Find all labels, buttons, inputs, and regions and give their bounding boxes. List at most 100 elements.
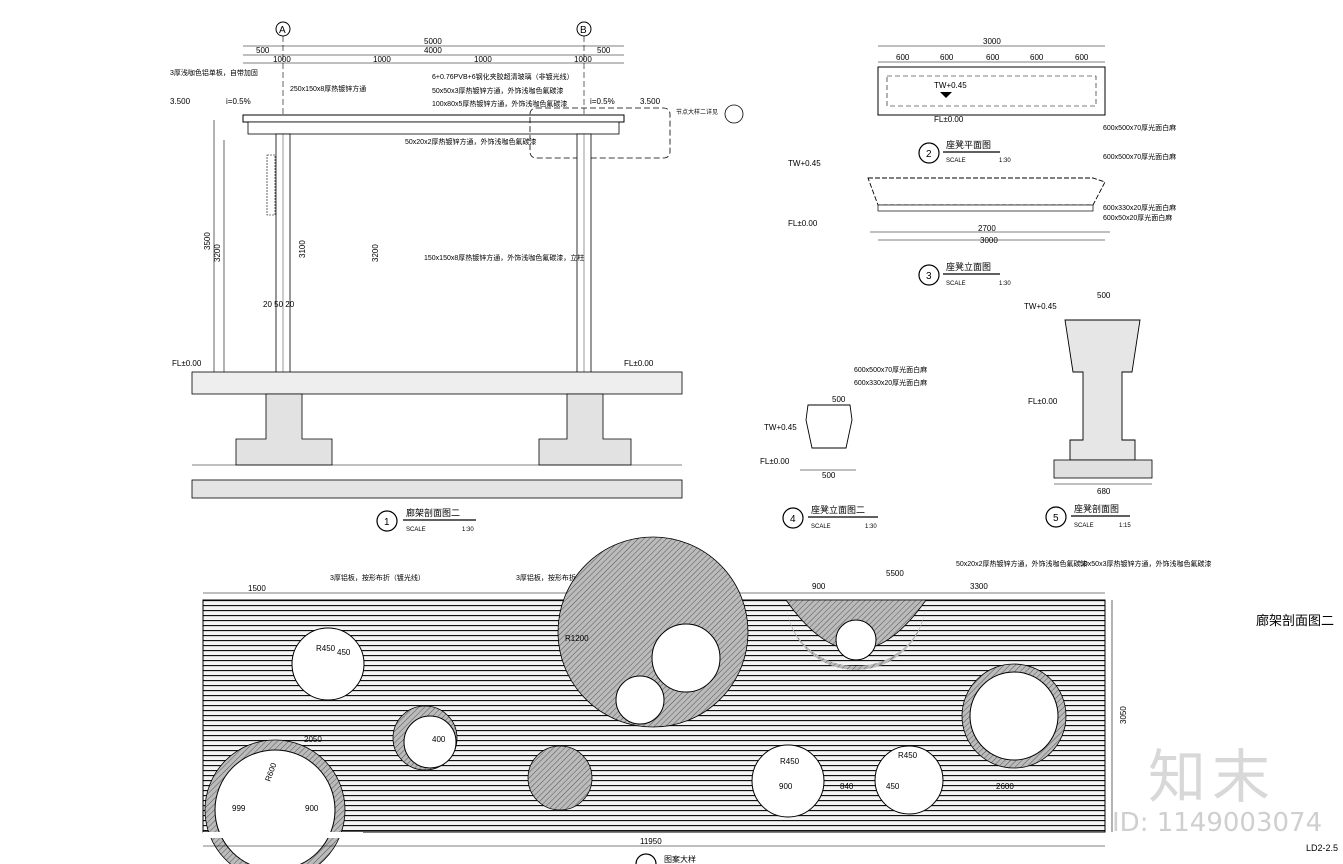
dim-3100: 3100 [298, 240, 307, 258]
fl-right: FL±0.00 [624, 359, 654, 368]
fig6-title: 图案大样 [664, 854, 696, 864]
plan-dim-600-1: 600 [896, 53, 910, 62]
fig2-scale: 1:30 [999, 158, 1011, 164]
slope-left: i=0.5% [226, 97, 251, 106]
dim-500-left: 500 [256, 46, 270, 55]
fig3-scale: 1:30 [999, 281, 1011, 287]
elev-dim-3000: 3000 [980, 236, 998, 245]
pat-note-tube-50: 50x50x3厚热镀锌方通，外饰浅咖色氟碳漆 [1080, 559, 1211, 568]
pat-dim-3050: 3050 [1119, 706, 1128, 724]
e2-fl: FL±0.00 [760, 457, 790, 466]
elev-fl: FL±0.00 [788, 219, 818, 228]
fig1-scale-label: SCALE [406, 527, 426, 533]
plan-seat-top: 600x500x70厚光面白麻 [1103, 123, 1176, 132]
e2-seat-top: 600x500x70厚光面白麻 [854, 365, 927, 374]
plan-dim-600-5: 600 [1075, 53, 1089, 62]
fig1-bubble [376, 510, 398, 532]
elev-seat-bot: 600x50x20厚光面白麻 [1103, 213, 1172, 222]
elev-seat-side: 600x330x20厚光面白麻 [1103, 203, 1176, 212]
pat-dim-400: 400 [432, 735, 446, 744]
e2-dim-500-top: 500 [832, 395, 846, 404]
fig4-scale-label: SCALE [811, 524, 831, 530]
bench-section: TW+0.45 500 FL±0.00 680 5 座凳剖面图 SCALE 1:… [1024, 291, 1153, 529]
plan-fl: FL±0.00 [934, 115, 964, 124]
dim-1000-b: 1000 [373, 55, 391, 64]
dim-1000-c: 1000 [474, 55, 492, 64]
pat-dim-450-a: 450 [337, 648, 351, 657]
sec-dim-680: 680 [1097, 487, 1111, 496]
sec-tw045: TW+0.45 [1024, 302, 1057, 311]
pat-note-alum-mid: 3厚铝板，按形布折（镀光线） [516, 573, 611, 582]
dim-500-right: 500 [597, 46, 611, 55]
fig1-scale: 1:30 [462, 527, 474, 533]
dim-3200-inner: 3200 [371, 244, 380, 262]
fig3-scale-label: SCALE [946, 281, 966, 287]
note-tube-50x20: 50x20x2厚热镀锌方通，外饰浅咖色氟碳漆 [405, 137, 536, 146]
fig3-bubble [918, 264, 940, 286]
pat-dim-999: 999 [232, 804, 246, 813]
pattern-panel: 1500 5500 900 3300 150 500 3厚铝板，按形布折（镀光线… [202, 536, 1211, 864]
fig2-title: 座凳平面图 [946, 139, 991, 150]
fig4-scale: 1:30 [865, 524, 877, 530]
pat-r450-b: R450 [780, 757, 800, 766]
fig5-number: 5 [1053, 513, 1059, 524]
el-3500-right: 3.500 [640, 97, 661, 106]
e2-dim-500: 500 [822, 471, 836, 480]
pat-r1200: R1200 [565, 634, 589, 643]
fig2-scale-label: SCALE [946, 158, 966, 164]
sec-fl: FL±0.00 [1028, 397, 1058, 406]
pat-dim-2600: 2600 [996, 782, 1014, 791]
dim-1000-d: 1000 [574, 55, 592, 64]
note-node: 节点大样二详见 [676, 108, 718, 116]
slope-right: i=0.5% [590, 97, 615, 106]
note-glass: 6+0.76PVB+6钢化夹胶超清玻璃（非镀光线） [432, 72, 574, 81]
dim-4000: 4000 [424, 46, 442, 55]
fig5-bubble [1045, 506, 1067, 528]
bench-elevation: 600x500x70厚光面白麻 TW+0.45 600x330x20厚光面白麻 … [788, 152, 1176, 287]
watermark-id: ID: 1149003074 [1112, 808, 1323, 838]
pat-dim-3300: 3300 [970, 582, 988, 591]
grid-label-b: B [580, 25, 587, 36]
pat-dim-900: 900 [812, 582, 826, 591]
plan-tw045: TW+0.45 [934, 81, 967, 90]
fig6-bubble [635, 853, 657, 864]
note-tube-250: 250x150x8厚热镀锌方通 [290, 84, 366, 93]
node-callout-circle [724, 104, 744, 124]
pat-dim-5500: 5500 [886, 569, 904, 578]
grid-label-a: A [279, 25, 286, 36]
elev-tw045: TW+0.45 [788, 159, 821, 168]
note-tube-100: 100x80x5厚热镀锌方通，外饰浅咖色氟碳漆 [432, 99, 567, 108]
fig4-bubble [782, 507, 804, 529]
elev-seat-top: 600x500x70厚光面白麻 [1103, 152, 1176, 161]
bench-elevation-two: 600x500x70厚光面白麻 600x330x20厚光面白麻 TW+0.45 … [760, 365, 927, 530]
e2-tw045: TW+0.45 [764, 423, 797, 432]
pat-dim-2050: 2050 [304, 735, 322, 744]
note-tube-150: 150x150x8厚热镀锌方通，外饰浅咖色氟碳漆，立柱 [424, 253, 584, 262]
bench-plan: 3000 600 600 600 600 600 TW+0.45 FL±0.00… [877, 37, 1176, 164]
fig5-scale: 1:15 [1119, 523, 1131, 529]
dim-3500: 3500 [203, 232, 212, 250]
pat-dim-1500: 1500 [248, 584, 266, 593]
pat-dim-900-b: 900 [305, 804, 319, 813]
fig5-title: 座凳剖面图 [1074, 503, 1119, 514]
pat-r450-a: R450 [316, 644, 336, 653]
pat-dim-11950: 11950 [640, 837, 662, 846]
pat-note-tube-20: 50x20x2厚热镀锌方通，外饰浅咖色氟碳漆 [956, 559, 1087, 568]
dim-3200: 3200 [213, 244, 222, 262]
pat-dim-840: 840 [840, 782, 854, 791]
fig1-title: 廊架剖面图二 [406, 507, 460, 518]
pat-dim-450-b: 450 [886, 782, 900, 791]
fig5-scale-label: SCALE [1074, 523, 1094, 529]
dim-5000: 5000 [424, 37, 442, 46]
pat-note-alum-left: 3厚铝板，按形布折（镀光线） [330, 573, 425, 582]
plan-dim-3000: 3000 [983, 37, 1001, 46]
fig4-number: 4 [790, 514, 796, 525]
e2-seat-side: 600x330x20厚光面白麻 [854, 378, 927, 387]
note-gutter: 3厚浅咖色铝单板，自带加固 [170, 68, 258, 77]
fl-left: FL±0.00 [172, 359, 202, 368]
fig4-title: 座凳立面图二 [811, 504, 865, 515]
fig3-number: 3 [926, 271, 932, 282]
dim-20-50-20: 20 50 20 [263, 300, 295, 309]
pat-r450-c: R450 [898, 751, 918, 760]
